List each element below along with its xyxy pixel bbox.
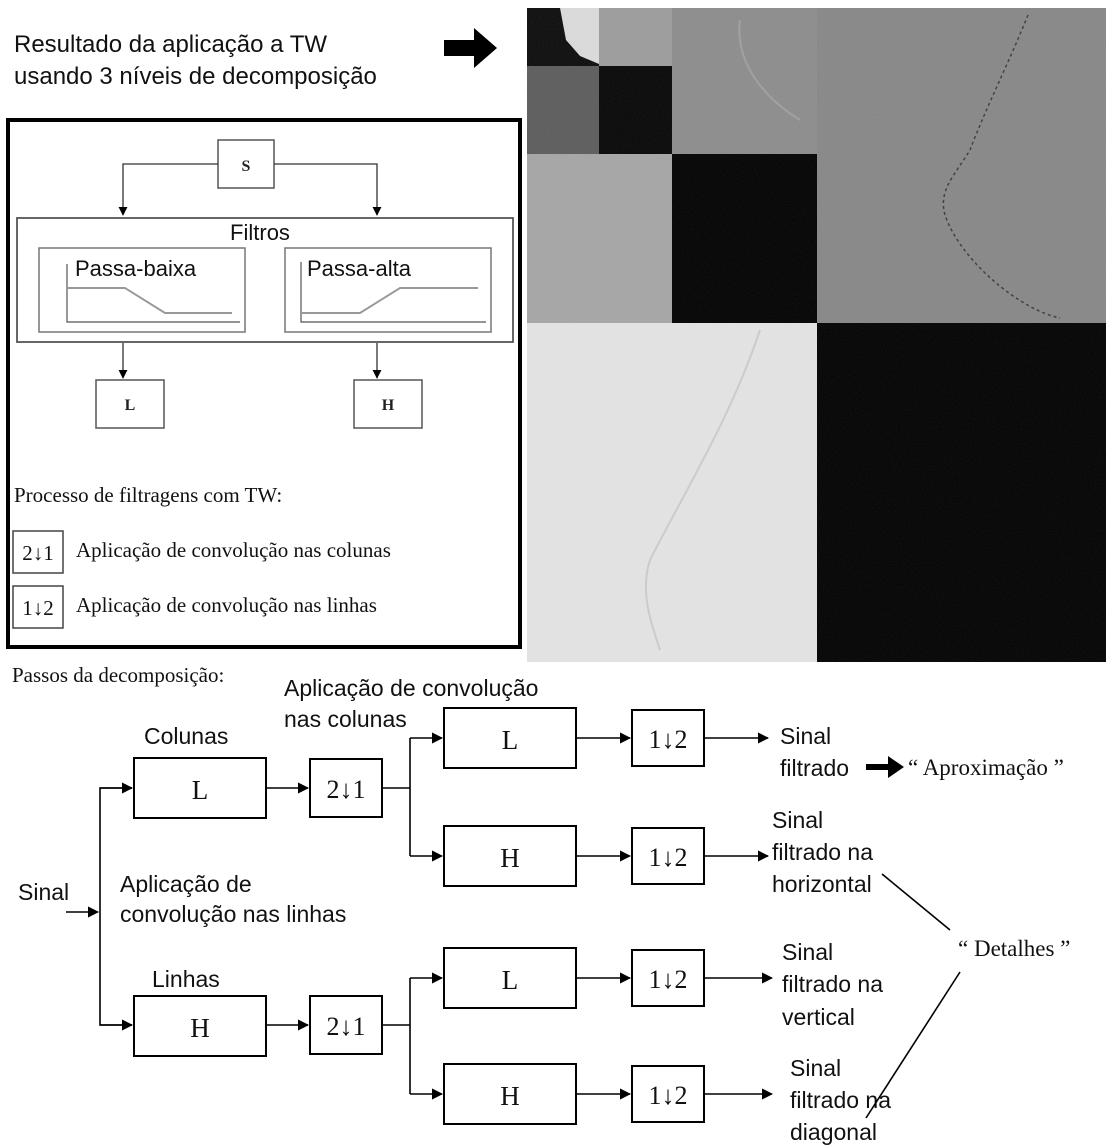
details-label: “ Detalhes ” [958,936,1070,961]
signal-node-label: S [242,158,251,175]
out1-line-1: Sinal [780,723,831,749]
bottom-filter-label: H [190,1013,210,1043]
bottom-column-downsampler [309,995,383,1055]
hl-filter-box [443,947,577,1009]
columns-label: Colunas [144,723,228,749]
columns-conv-line-2: nas colunas [284,706,407,732]
highpass-response-curve [301,287,478,314]
hl-row-downsampler-label: 1↓2 [649,965,688,994]
out2-line-3: horizontal [772,871,872,897]
out3-line-1: Sinal [782,939,833,965]
highpass-filter-box [284,247,492,333]
filters-title: Filtros [230,220,290,245]
high-output-box [353,379,423,429]
lh-row-downsampler-label: 1↓2 [649,843,688,872]
steps-title: Passos da decomposição: [12,663,224,687]
right-arrow-icon [444,28,497,68]
columns-symbol-box [12,530,64,574]
caption-line-1: Resultado da aplicação a TW [14,31,327,58]
lowpass-filter-box [38,247,246,333]
header-caption: Resultado da aplicação a TW usando 3 nív… [14,28,497,90]
details-link-horizontal [881,873,951,931]
caption-line-2: usando 3 níveis de decomposição [14,63,377,90]
hh-filter-label: H [500,1081,520,1111]
hh-filter-box [443,1063,577,1125]
ll-filter-label: L [502,725,519,755]
out4-line-2: filtrado na [790,1087,891,1113]
rows-conv-line-1: Aplicação de [120,871,252,897]
top-filter-label: L [192,775,209,805]
highpass-axes [300,262,486,323]
ll-filter-box [443,707,577,769]
bottom-column-downsampler-label: 2↓1 [327,1012,366,1041]
decomposition-flow: Passos da decomposição: Aplicação de con… [12,663,1070,1145]
lh-filter-box [443,825,577,887]
out3-line-2: filtrado na [782,971,883,997]
hh-row-downsampler-label: 1↓2 [649,1081,688,1110]
wavelet-decomposition-image [527,8,1106,662]
lowpass-response-curve [67,287,232,314]
out1-line-2: filtrado [780,755,849,781]
out2-line-2: filtrado na [772,839,873,865]
filter-process-box: S Filtros Passa-baixa Passa-alta L H Pro… [6,118,522,649]
low-output-label: L [125,397,136,414]
input-signal-label: Sinal [18,879,69,905]
legend-title: Processo de filtragens com TW: [14,483,282,507]
lh-row-downsampler [631,827,705,885]
rows-symbol: 1↓2 [22,596,54,620]
columns-symbol: 2↓1 [22,541,54,565]
top-filter-box [133,757,267,819]
ll-row-downsampler-label: 1↓2 [649,725,688,754]
rows-legend-text: Aplicação de convolução nas linhas [76,593,377,617]
hl-filter-label: L [502,965,519,995]
out4-line-1: Sinal [790,1055,841,1081]
lowpass-label: Passa-baixa [75,256,197,281]
approximation-label: “ Aproximação ” [908,755,1064,780]
bottom-filter-box [133,995,267,1057]
highpass-label: Passa-alta [307,256,412,281]
rows-conv-line-2: convolução nas linhas [120,901,346,927]
details-link-diagonal [865,971,961,1119]
out2-line-1: Sinal [772,807,823,833]
image-noise [527,8,1106,662]
approximation-arrow-icon [866,756,904,778]
top-column-downsampler-label: 2↓1 [327,775,366,804]
lowpass-axes [66,264,240,323]
high-output-label: H [382,397,395,414]
out4-line-3: diagonal [790,1119,877,1145]
rows-label: Linhas [152,966,220,992]
low-output-box [95,379,165,429]
rows-symbol-box [12,585,64,629]
lh-filter-label: H [500,843,520,873]
columns-conv-line-1: Aplicação de convolução [284,675,538,701]
hh-row-downsampler [631,1065,705,1123]
filter-box-frame [6,118,522,649]
signal-to-filters-left-arrow [118,163,218,216]
out3-line-3: vertical [782,1004,855,1030]
columns-legend-text: Aplicação de convolução nas colunas [76,538,391,562]
signal-to-filters-right-arrow [274,163,382,216]
